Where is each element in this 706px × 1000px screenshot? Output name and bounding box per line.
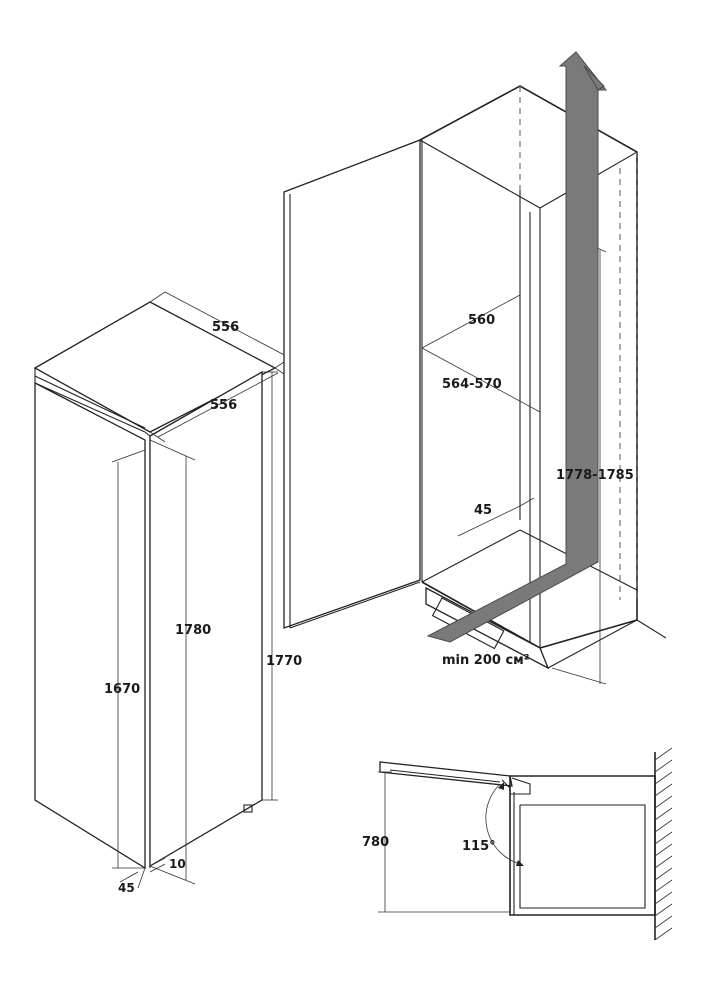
- dim-side-offset: 45: [474, 503, 492, 518]
- niche-drawing: [283, 85, 667, 685]
- airflow-arrow: [426, 51, 608, 643]
- dim-gap-bottom: 10: [169, 857, 186, 871]
- door-leaf: [379, 761, 513, 787]
- dim-depth-top: 556: [210, 398, 237, 413]
- ventilation-label: min 200 см²: [442, 653, 529, 668]
- wall-hatch: [654, 747, 673, 941]
- appliance-side: [149, 370, 263, 868]
- door-opening-detail: [378, 747, 673, 941]
- dim-height-door: 1780: [175, 623, 211, 638]
- appliance-drawing: [33, 291, 291, 889]
- dim-offset-bottom: 45: [118, 881, 135, 895]
- dim-door-angle: 115°: [462, 839, 496, 854]
- dim-niche-height: 1778-1785: [556, 468, 634, 483]
- open-door-panel: [283, 139, 421, 629]
- dim-height-inner: 1670: [104, 682, 140, 697]
- dim-door-height: 780: [362, 835, 389, 850]
- dim-niche-width: 560: [468, 313, 495, 328]
- dim-niche-depth: 564-570: [442, 377, 502, 392]
- dim-height-total: 1770: [266, 654, 302, 669]
- dim-width-top: 556: [212, 320, 239, 335]
